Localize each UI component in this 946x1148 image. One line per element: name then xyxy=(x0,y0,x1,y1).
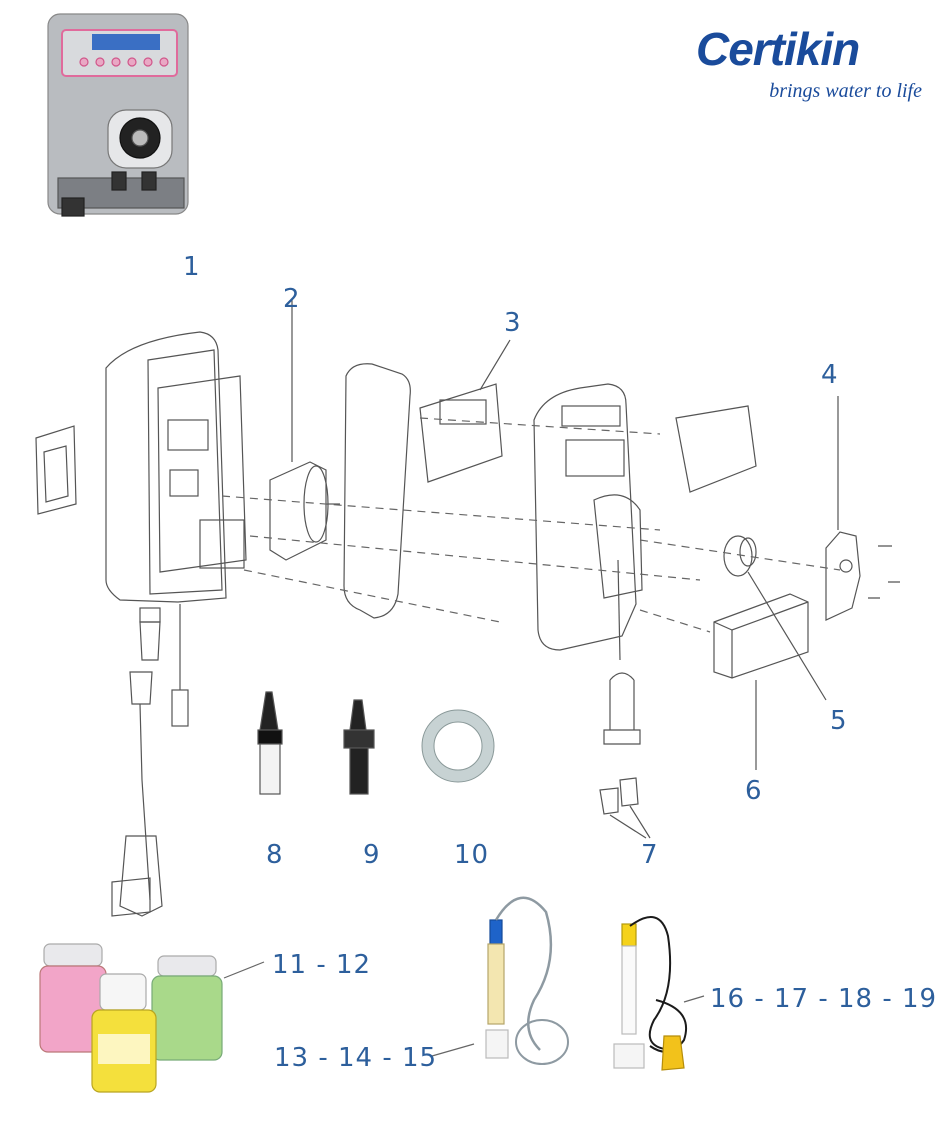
callout-6: 6 xyxy=(745,776,763,806)
callout-2: 2 xyxy=(283,284,301,314)
injection-valve-drawing xyxy=(257,691,283,795)
callout-3: 3 xyxy=(504,308,522,338)
probe-cable-drawing xyxy=(613,916,705,1071)
tubing-coil-drawing xyxy=(421,709,495,783)
roller-drawing xyxy=(723,535,827,701)
callout-9: 9 xyxy=(363,840,381,870)
callout-4: 4 xyxy=(821,360,839,390)
pump-photo xyxy=(47,13,189,217)
callout-8: 8 xyxy=(266,840,284,870)
motor-drawing xyxy=(269,300,340,561)
callout-11-12: 11 - 12 xyxy=(272,950,372,980)
callout-16-17-18-19: 16 - 17 - 18 - 19 xyxy=(710,984,938,1014)
callout-1: 1 xyxy=(183,252,201,282)
electrode-probe-drawing xyxy=(431,896,569,1065)
foot-valve-drawing xyxy=(343,699,375,795)
callout-13-14-15: 13 - 14 - 15 xyxy=(274,1043,438,1073)
valve-box-drawing xyxy=(713,593,809,770)
callout-5: 5 xyxy=(830,706,848,736)
brand-tagline: brings water to life xyxy=(769,80,922,102)
certikin-logo: Certikin brings water to life xyxy=(696,23,928,108)
pump-head-cover-drawing xyxy=(825,396,900,621)
callout-10: 10 xyxy=(454,840,490,870)
buffer-bottles-drawing xyxy=(39,943,265,1093)
front-cover-drawing xyxy=(533,383,643,661)
brand-name: Certikin xyxy=(696,23,860,75)
gasket-drawing xyxy=(343,363,411,619)
tube-assembly-drawing xyxy=(599,672,651,839)
display-board-drawing xyxy=(419,339,511,483)
callout-7: 7 xyxy=(641,840,659,870)
rear-housing-drawing xyxy=(35,331,247,917)
label-sticker-drawing xyxy=(675,405,757,493)
